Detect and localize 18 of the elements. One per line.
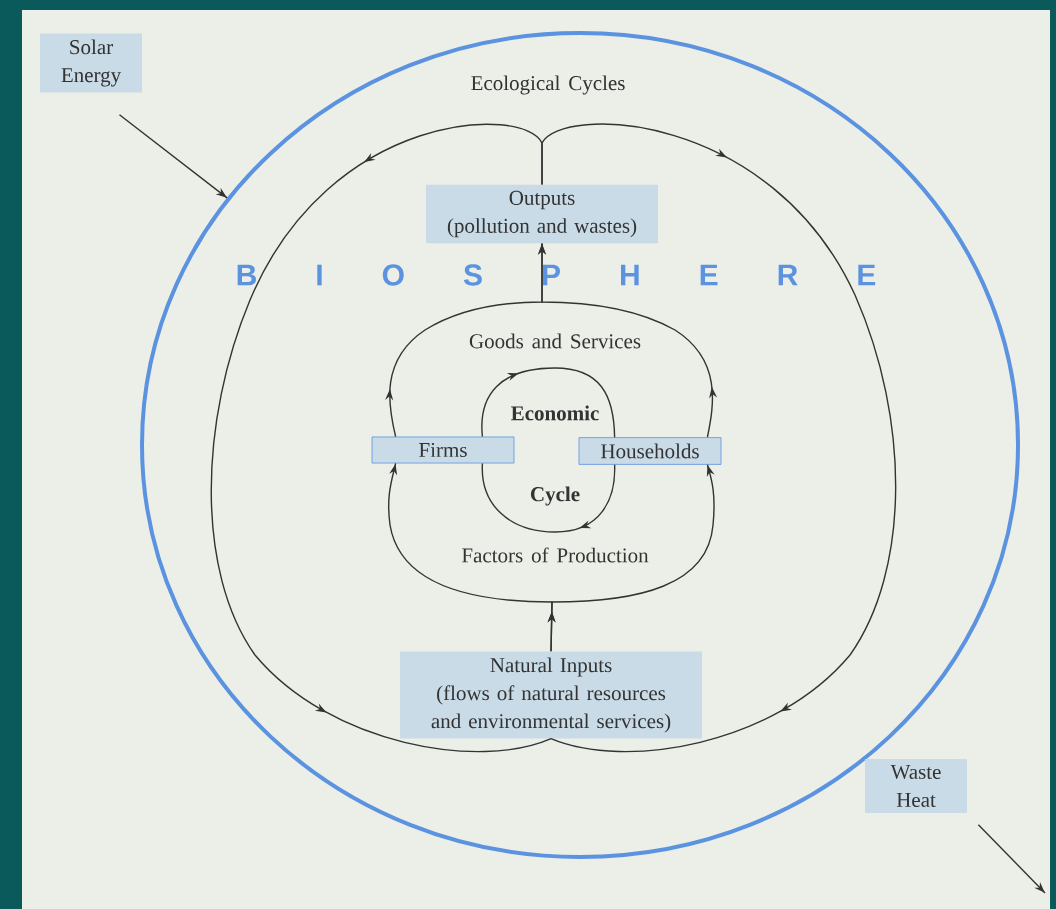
text-box: Firms <box>371 436 515 464</box>
text-box: Natural Inputs (flows of natural resources and environmental services) <box>400 651 702 739</box>
arrow <box>977 823 1046 894</box>
arrow <box>210 123 552 753</box>
cycle-label: Cycle <box>530 486 580 506</box>
cycle-label: Goods and Services <box>469 333 641 349</box>
text-box: Households <box>578 437 722 465</box>
cycle-label: Economic <box>511 405 599 421</box>
cycle-label: Ecological Cycles <box>471 75 625 95</box>
arrow <box>547 464 715 652</box>
arrow <box>481 367 616 438</box>
arrow <box>118 114 228 199</box>
cycle-label: Factors of Production <box>462 547 649 563</box>
text-box: Solar Energy <box>40 33 142 93</box>
text-box: Waste Heat <box>865 759 967 813</box>
arrow <box>481 462 616 533</box>
arrow <box>541 123 897 753</box>
text-box: Outputs (pollution and wastes) <box>426 184 658 244</box>
